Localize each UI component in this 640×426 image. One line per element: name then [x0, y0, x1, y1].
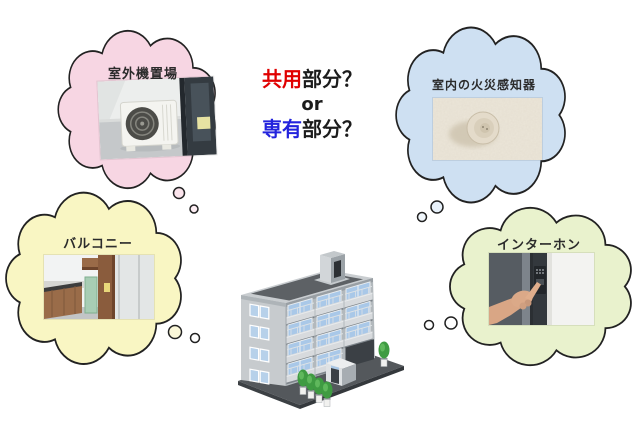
question-common-highlight: 共用	[262, 67, 302, 91]
intercom-hand-photo	[489, 253, 594, 325]
thought-bubble-fire-detector	[395, 26, 566, 223]
rooftop-penthouse	[314, 251, 350, 285]
thought-bubble-outdoor-unit	[57, 29, 216, 214]
question-text: 共用部分？ or 専有部分？	[246, 67, 378, 142]
label-balcony: バルコニー	[63, 237, 133, 252]
building-entrance	[326, 358, 356, 386]
outdoor-ac-unit-photo	[97, 76, 217, 160]
thought-trail-dot	[172, 186, 186, 200]
label-fire-detector: 室内の火災感知器	[431, 78, 536, 92]
thought-trail-dot	[189, 332, 201, 344]
question-line-common: 共用部分？	[262, 67, 362, 91]
ground-floor-dark-bay	[345, 339, 374, 368]
thought-trail-dot	[167, 324, 183, 340]
question-exclusive-highlight: 専有	[262, 117, 302, 141]
thought-trail-dot	[416, 211, 428, 223]
label-outdoor-unit: 室外機置場	[107, 67, 178, 82]
label-intercom: インターホン	[496, 238, 581, 253]
thought-trail-dot	[444, 316, 458, 330]
thought-trail-dot	[189, 204, 199, 214]
apartment-building-illustration	[238, 251, 404, 409]
thought-trail-dot	[430, 200, 444, 214]
balcony-photo	[44, 255, 154, 319]
thought-bubble-intercom	[423, 206, 632, 367]
thought-bubble-balcony	[5, 191, 201, 365]
question-line-exclusive: 専有部分？	[262, 117, 362, 141]
building-left-windows	[249, 303, 270, 385]
thought-trail-dot	[423, 319, 435, 331]
question-or: or	[301, 94, 323, 115]
building-balconies	[285, 280, 374, 385]
ceiling-fire-detector-photo	[433, 98, 542, 160]
